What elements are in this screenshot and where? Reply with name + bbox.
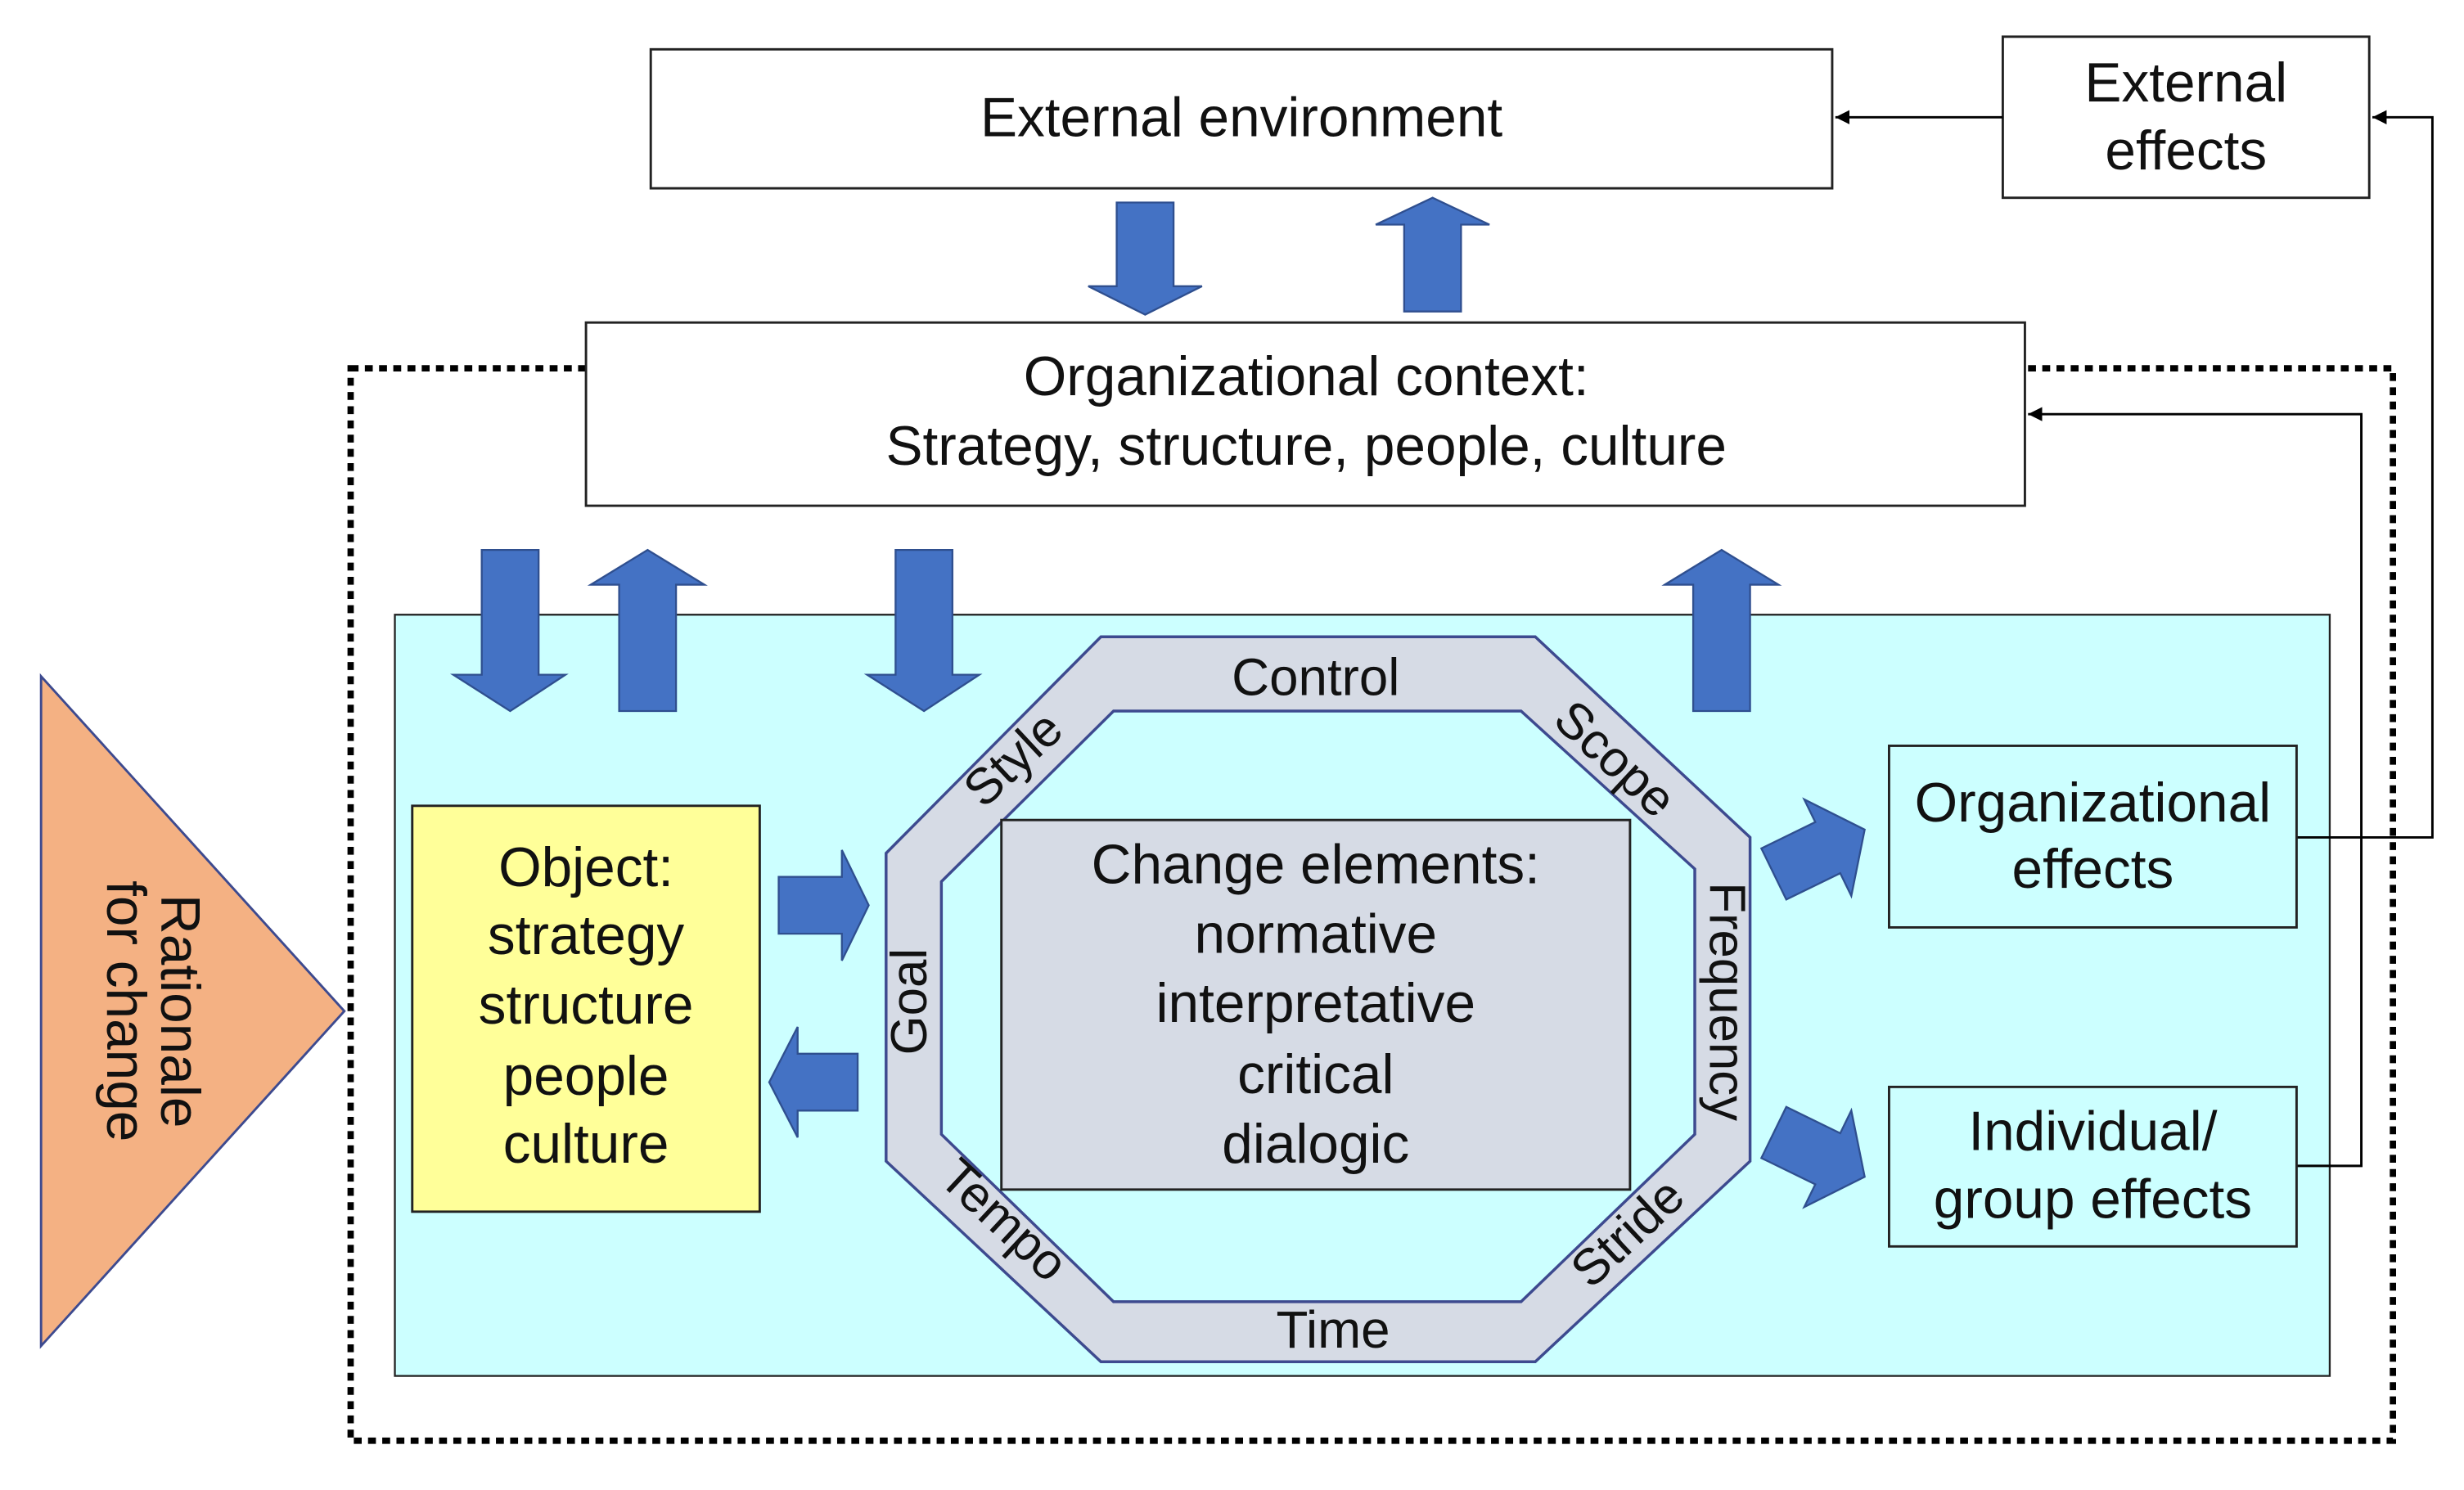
group-effects-to-context-line [2028, 407, 2363, 1168]
up-arrow-object-to-context [587, 548, 708, 713]
rationale-label-line2: for change [95, 880, 156, 1141]
down-arrow-context-to-octagon [863, 548, 983, 713]
organizational-effects-box: Organizational effects [1887, 745, 2298, 929]
down-arrow-context-to-object [449, 548, 569, 713]
left-arrow-octagon-to-object [768, 1026, 859, 1138]
change-elements-title: Change elements: [1092, 834, 1540, 895]
individual-group-effects-box: Individual/ group effects [1887, 1085, 2298, 1248]
external-effects-box: External effects [2001, 35, 2371, 200]
dimension-goal-label: Goal [881, 948, 938, 1055]
organization-boundary [347, 365, 2397, 1444]
object-title: Object: [498, 837, 673, 898]
object-box: Object: strategy structure people cultur… [411, 804, 761, 1213]
arrow-to-organizational-effects [1759, 797, 1866, 901]
external-environment-label: External environment [980, 87, 1502, 148]
organizational-effects-line2: effects [2012, 839, 2174, 900]
dimension-frequency-label: Frequency [1698, 882, 1755, 1121]
individual-group-effects-line2: group effects [1934, 1169, 2252, 1231]
external-environment-box: External environment [649, 47, 1834, 190]
dimension-time-label: Time [1276, 1301, 1390, 1359]
rationale-for-change-triangle: Rationale for change [39, 673, 346, 1349]
feedback-connectors [1835, 110, 2434, 1168]
change-elements-box: Change elements: normative interpretativ… [1000, 818, 1632, 1191]
organizational-context-title: Organizational context: [1024, 346, 1589, 407]
external-effects-label-line1: External [2084, 52, 2287, 114]
external-effects-label-line2: effects [2105, 120, 2267, 182]
up-arrow-context-to-environment [1375, 196, 1490, 313]
object-item: culture [503, 1114, 669, 1175]
organizational-context-subtitle: Strategy, structure, people, culture [885, 416, 1726, 477]
individual-group-effects-line1: Individual/ [1968, 1101, 2217, 1163]
object-item: strategy [488, 905, 684, 966]
org-effects-to-external-effects-line [2296, 110, 2434, 839]
change-element-item: critical [1237, 1044, 1394, 1105]
down-arrow-environment-to-context [1088, 201, 1203, 316]
right-arrow-object-to-octagon [777, 849, 870, 961]
object-item: people [503, 1046, 669, 1107]
arrow-to-individual-group-effects [1759, 1105, 1866, 1209]
object-item: structure [479, 975, 694, 1036]
change-element-item: normative [1195, 903, 1438, 965]
organizational-context-box: Organizational context: Strategy, struct… [584, 321, 2026, 507]
up-arrow-process-to-context [1661, 548, 1782, 713]
dimension-control-label: Control [1232, 649, 1399, 707]
organizational-effects-line1: Organizational [1915, 772, 2272, 834]
change-element-item: interpretative [1156, 973, 1475, 1034]
change-element-item: dialogic [1222, 1114, 1409, 1175]
rationale-label-line1: Rationale [149, 894, 210, 1128]
